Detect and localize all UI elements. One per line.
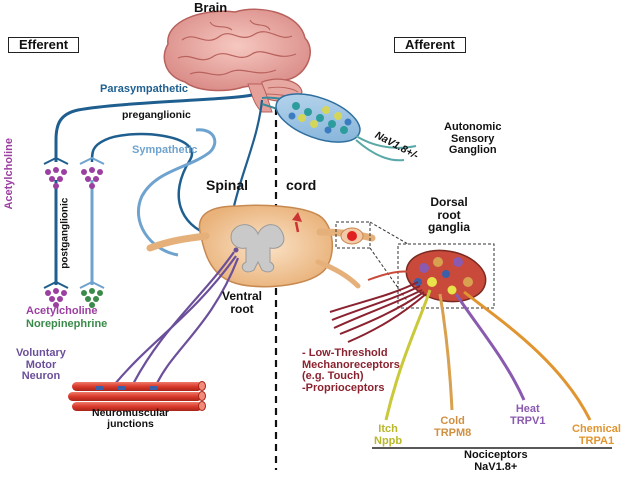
motor-line: Motor [25, 358, 57, 371]
spinal-label: Spinal [206, 177, 249, 193]
chemical-label: Chemical TRPA1 [572, 423, 621, 447]
acetylcholine-label: Acetylcholine [26, 305, 98, 317]
neuromuscular-junctions-label: Neuromuscular junctions [92, 407, 170, 431]
sensory-line: Sensory [451, 132, 495, 145]
postganglionic-label: postganglionic [59, 197, 71, 269]
autonomic-sensory-ganglion-label: Autonomic Sensory Ganglion [444, 121, 502, 157]
ganglia-label-line: ganglia [428, 220, 471, 235]
trpm8-line: TRPM8 [434, 426, 472, 439]
dorsal-root-ganglion-zoom [367, 243, 495, 309]
chemical-fiber [463, 290, 592, 421]
nppb-line: Nppb [374, 434, 403, 447]
spinal-cord-cross-section [146, 204, 376, 289]
itch-fiber [384, 289, 432, 421]
proprioceptors-line: -Proprioceptors [302, 381, 385, 394]
nociceptors-label: Nociceptors NaV1.8+ [464, 449, 528, 473]
chemical-line: Chemical [572, 423, 621, 435]
ventral-root-label: Ventral root [222, 290, 262, 315]
cold-fiber [438, 293, 454, 411]
acetylcholine-vertical-label: Acetylcholine [2, 138, 15, 210]
low-threshold-line: - Low-Threshold [302, 347, 388, 359]
itch-label: Itch Nppb [374, 423, 403, 447]
preganglionic-label: preganglionic [122, 109, 191, 121]
parasympathetic-pathway [54, 93, 253, 162]
mechanoreceptors-label: - Low-Threshold Mechanoreceptors (e.g. T… [302, 347, 400, 394]
norepinephrine-vesicles [79, 280, 105, 308]
heat-fiber [454, 293, 526, 401]
norepinephrine-label: Norepinephrine [26, 318, 108, 330]
touch-line: (e.g. Touch) [302, 370, 364, 383]
dorsal-label-line: Dorsal [430, 195, 468, 209]
trpv1-line: TRPV1 [510, 414, 546, 427]
trpa1-line: TRPA1 [578, 434, 615, 447]
autonomic-sensory-ganglion [261, 93, 417, 162]
dorsal-root-ganglion-small [335, 221, 409, 303]
heat-line: Heat [515, 403, 540, 415]
dorsal-root-ganglia-label: Dorsal root ganglia [428, 196, 470, 234]
sympathetic-pathway [136, 128, 217, 257]
cold-line: Cold [440, 415, 465, 427]
efferent-label: Efferent [8, 37, 80, 53]
junctions-line: junctions [107, 418, 154, 431]
itch-line: Itch [378, 423, 398, 435]
neuron-line: Neuron [21, 370, 61, 383]
cord-label: cord [286, 177, 317, 193]
voluntary-motor-neuron-label: Voluntary Motor Neuron [16, 347, 66, 383]
neuromuscular-line: Neuromuscular [92, 407, 170, 419]
root-label-line: root [437, 207, 461, 222]
heat-label: Heat TRPV1 [510, 403, 546, 427]
mechanoreceptors-line: Mechanoreceptors [302, 358, 400, 371]
brain-label: Brain [194, 0, 228, 15]
acetylcholine-vesicles-lower [43, 280, 69, 308]
motor-neuron-fibers [109, 251, 240, 391]
sympathetic-label: Sympathetic [132, 144, 198, 156]
ventral-root-line: root [230, 301, 254, 316]
cold-label: Cold TRPM8 [434, 415, 472, 439]
acetylcholine-vesicles-upper-2 [79, 156, 105, 189]
afferent-label: Afferent [394, 37, 466, 53]
ganglion-line: Ganglion [448, 144, 497, 157]
autonomic-line: Autonomic [444, 121, 502, 133]
mechanoreceptor-fibers [329, 281, 427, 343]
nav18-plus-line: NaV1.8+ [474, 460, 518, 473]
ventral-label-line: Ventral [222, 289, 263, 303]
nociceptors-line: Nociceptors [464, 449, 528, 461]
muscle-bundle [68, 381, 206, 411]
preganglionic-fiber [90, 132, 211, 237]
brainstem-descending-fiber [230, 99, 264, 216]
voluntary-line: Voluntary [16, 347, 66, 359]
parasympathetic-label: Parasympathetic [100, 83, 189, 95]
acetylcholine-vesicles-upper [43, 156, 69, 189]
